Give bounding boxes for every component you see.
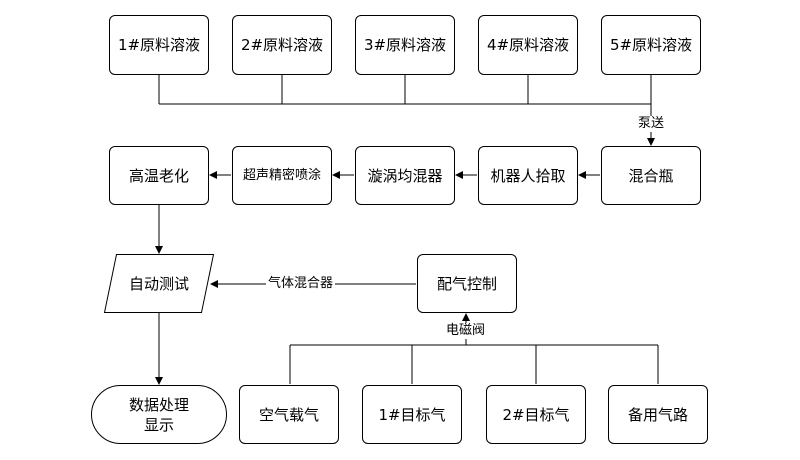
node-solution-3: 3#原料溶液 <box>355 15 455 75</box>
node-backup-gas: 备用气路 <box>608 385 708 444</box>
node-solution-4: 4#原料溶液 <box>478 15 578 75</box>
node-gas-control: 配气控制 <box>417 254 517 313</box>
node-solution-1: 1#原料溶液 <box>109 15 209 75</box>
node-solution-2: 2#原料溶液 <box>232 15 332 75</box>
node-target-gas-1: 1#目标气 <box>362 385 462 444</box>
edge-label-gas-mixer: 气体混合器 <box>266 276 336 292</box>
node-vortex-mixer: 漩涡均混器 <box>355 146 455 205</box>
edge-label-solenoid-valve: 电磁阀 <box>444 323 488 339</box>
node-data-display: 数据处理 显示 <box>91 385 227 444</box>
node-solution-5: 5#原料溶液 <box>601 15 701 75</box>
node-target-gas-2: 2#目标气 <box>486 385 586 444</box>
node-robot-pick: 机器人拾取 <box>478 146 578 205</box>
auto-test-label: 自动测试 <box>128 275 189 293</box>
edge-label-pump: 泵送 <box>636 116 667 132</box>
node-ultrasonic-spray: 超声精密喷涂 <box>232 146 332 205</box>
node-mixing-bottle: 混合瓶 <box>601 146 701 205</box>
node-air-carrier: 空气载气 <box>239 385 339 444</box>
node-auto-test: 自动测试 <box>104 254 214 313</box>
parallelogram-shape <box>104 254 214 313</box>
node-aging: 高温老化 <box>109 146 209 205</box>
